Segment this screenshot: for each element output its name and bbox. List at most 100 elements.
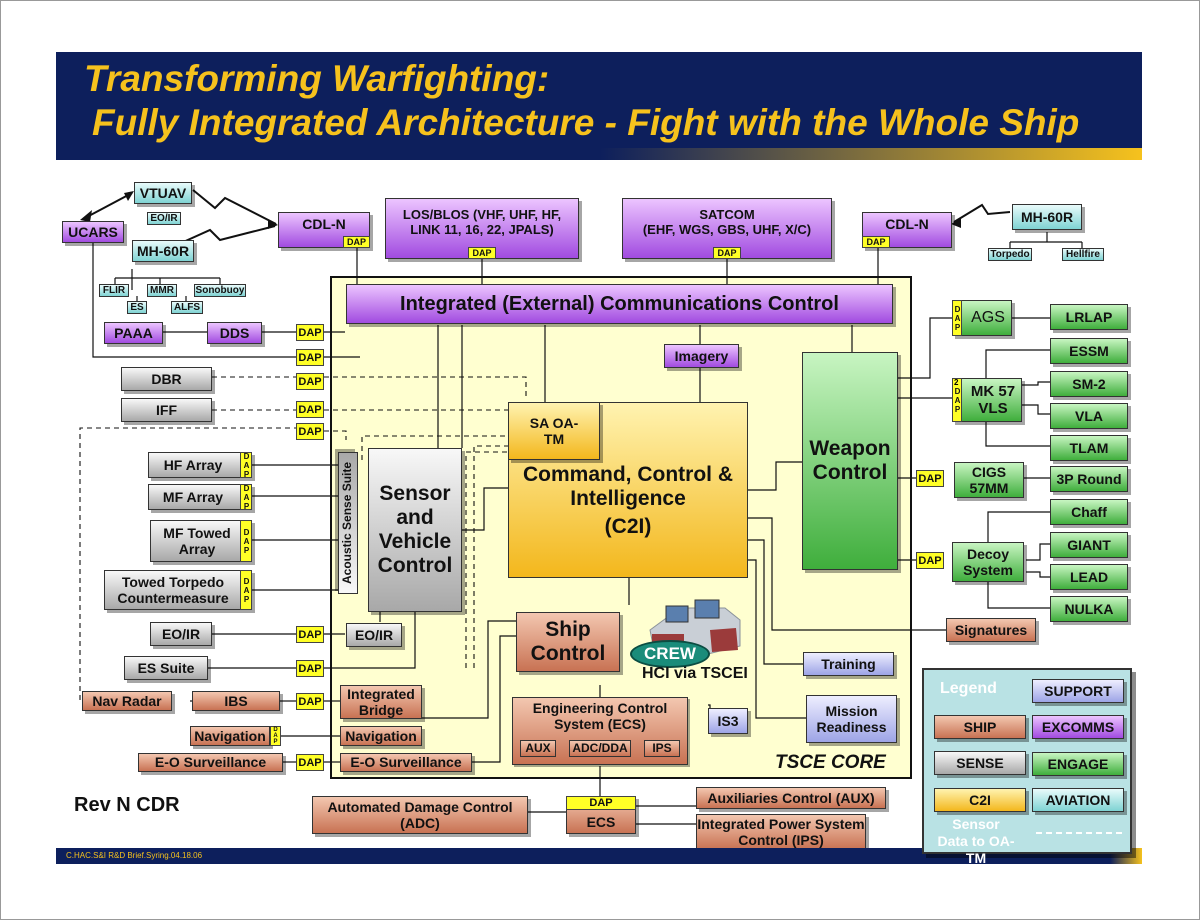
footer-bar [56, 848, 1142, 864]
acoustic-sense-suite-box: Acoustic Sense Suite [338, 452, 358, 594]
ibs-box: IBS [192, 691, 280, 711]
paaa-box: PAAA [104, 322, 163, 344]
rev-label: Rev N CDR [74, 794, 180, 816]
giant-box: GIANT [1050, 532, 1128, 558]
eoir-inner-box: EO/IR [346, 623, 402, 647]
dap-nav-radar-feed: DAP [296, 423, 324, 440]
dap-ecs: DAP [566, 796, 636, 810]
dap-hf-array: DAP [240, 451, 252, 479]
es-suite-box: ES Suite [124, 656, 208, 680]
ship-control-box: Ship Control [516, 612, 620, 672]
is3-box: IS3 [708, 708, 748, 734]
iff-box: IFF [121, 398, 212, 422]
eo-surveillance-core-box: E-O Surveillance [340, 753, 472, 772]
footer-text: C.HAC.S&I R&D Brief.Syring.04.18.06 [66, 851, 203, 860]
legend-title: Legend [940, 680, 997, 697]
losblos-box: LOS/BLOS (VHF, UHF, HF, LINK 11, 16, 22,… [385, 198, 579, 259]
crew-badge: CREW [630, 640, 710, 668]
flir-box: FLIR [99, 284, 129, 297]
c2i-title: Command, Control & Intelligence [523, 463, 733, 511]
auxiliaries-control-box: Auxiliaries Control (AUX) [696, 787, 886, 809]
mmr-box: MMR [147, 284, 177, 297]
tlam-box: TLAM [1050, 435, 1128, 461]
integrated-power-control-box: Integrated Power System Control (IPS) [696, 814, 866, 850]
vtuav-eoir-box: EO/IR [147, 212, 181, 225]
dap-mk57: DAP [952, 378, 962, 422]
cdln-left-box: CDL-N [278, 212, 370, 248]
legend-dashed-line [1036, 832, 1122, 834]
ips-box: IPS [644, 740, 680, 757]
dap-eoir: DAP [296, 626, 324, 643]
automated-damage-control-box: Automated Damage Control (ADC) [312, 796, 528, 834]
ecs-title: Engineering Control System (ECS) [532, 700, 668, 733]
dap-ags: DAP [952, 300, 962, 336]
tsce-core-label: TSCE CORE [775, 752, 886, 773]
hci-label: HCI via TSCEI [642, 665, 748, 682]
dap-navigation: DAP [270, 726, 281, 746]
dap-iff: DAP [296, 401, 324, 418]
satcom-bands: (EHF, WGS, GBS, UHF, X/C) [642, 221, 812, 237]
eoir-box: EO/IR [150, 622, 212, 646]
dap-dds: DAP [296, 324, 324, 341]
dap-cdln-left: DAP [343, 236, 370, 248]
3p-round-box: 3P Round [1050, 466, 1128, 492]
sonobuoy-box: Sonobuoy [194, 284, 246, 297]
hellfire-box: Hellfire [1062, 248, 1104, 261]
mf-array-box: MF Array [148, 484, 252, 510]
ecs-bottom-label: ECS [586, 813, 616, 830]
dap-ibs: DAP [296, 693, 324, 710]
dap-cigs: DAP [916, 470, 944, 487]
cigs-57mm-box: CIGS 57MM [954, 462, 1024, 498]
dap-satcom: DAP [713, 247, 741, 259]
satcom-title: SATCOM [699, 206, 755, 222]
adc-dda-box: ADC/DDA [569, 740, 631, 757]
dap-mf-towed: DAP [240, 520, 252, 562]
lrlap-box: LRLAP [1050, 304, 1128, 330]
eo-surveillance-left-box: E-O Surveillance [138, 753, 283, 772]
dap-eo-surveillance: DAP [296, 754, 324, 771]
essm-box: ESSM [1050, 338, 1128, 364]
dap-cdln-right: DAP [862, 236, 890, 248]
lead-box: LEAD [1050, 564, 1128, 590]
ucars-box: UCARS [62, 221, 124, 243]
mh60r-left-box: MH-60R [132, 240, 194, 262]
integrated-bridge-box: Integrated Bridge [340, 685, 422, 719]
sm2-box: SM-2 [1050, 371, 1128, 397]
legend-aviation: AVIATION [1032, 788, 1124, 812]
dap-decoy: DAP [916, 552, 944, 569]
hf-array-box: HF Array [148, 452, 252, 478]
alfs-box: ALFS [171, 301, 203, 314]
legend-c2i: C2I [934, 788, 1026, 812]
torpedo-box: Torpedo [988, 248, 1032, 261]
torpedo-countermeasure-box: Towed Torpedo Countermeasure [104, 570, 252, 610]
dap-ucars: DAP [296, 349, 324, 366]
chaff-box: Chaff [1050, 499, 1128, 525]
vtuav-box: VTUAV [134, 182, 192, 204]
imagery-box: Imagery [664, 344, 739, 368]
es-box: ES [127, 301, 147, 314]
legend-support: SUPPORT [1032, 679, 1124, 703]
iecc-box: Integrated (External) Communications Con… [346, 284, 893, 324]
navigation-left-box: Navigation [190, 726, 270, 746]
dap-torpedo-cm: DAP [240, 570, 252, 610]
mk57-dap-count: 2 [954, 378, 959, 387]
mk57-vls-box: MK 57 VLS [952, 378, 1022, 422]
sa-oatm-box: SA OA-TM [508, 402, 600, 460]
legend-sense: SENSE [934, 751, 1026, 775]
navigation-core-box: Navigation [340, 726, 422, 746]
vla-box: VLA [1050, 403, 1128, 429]
title-line-1: Transforming Warfighting: [84, 58, 550, 99]
decoy-system-box: Decoy System [952, 542, 1024, 582]
nulka-box: NULKA [1050, 596, 1128, 622]
title-underline [600, 148, 1142, 160]
weapon-control-box: Weapon Control [802, 352, 898, 570]
c2i-abbreviation: (C2I) [604, 515, 652, 539]
dbr-box: DBR [121, 367, 212, 391]
legend-excomms: EXCOMMS [1032, 715, 1124, 739]
dap-mf-array: DAP [240, 483, 252, 511]
dap-losblos: DAP [468, 247, 496, 259]
title-banner [56, 52, 1142, 160]
ags-box: AGS [952, 300, 1012, 336]
training-box: Training [803, 652, 894, 676]
nav-radar-box: Nav Radar [82, 691, 172, 711]
